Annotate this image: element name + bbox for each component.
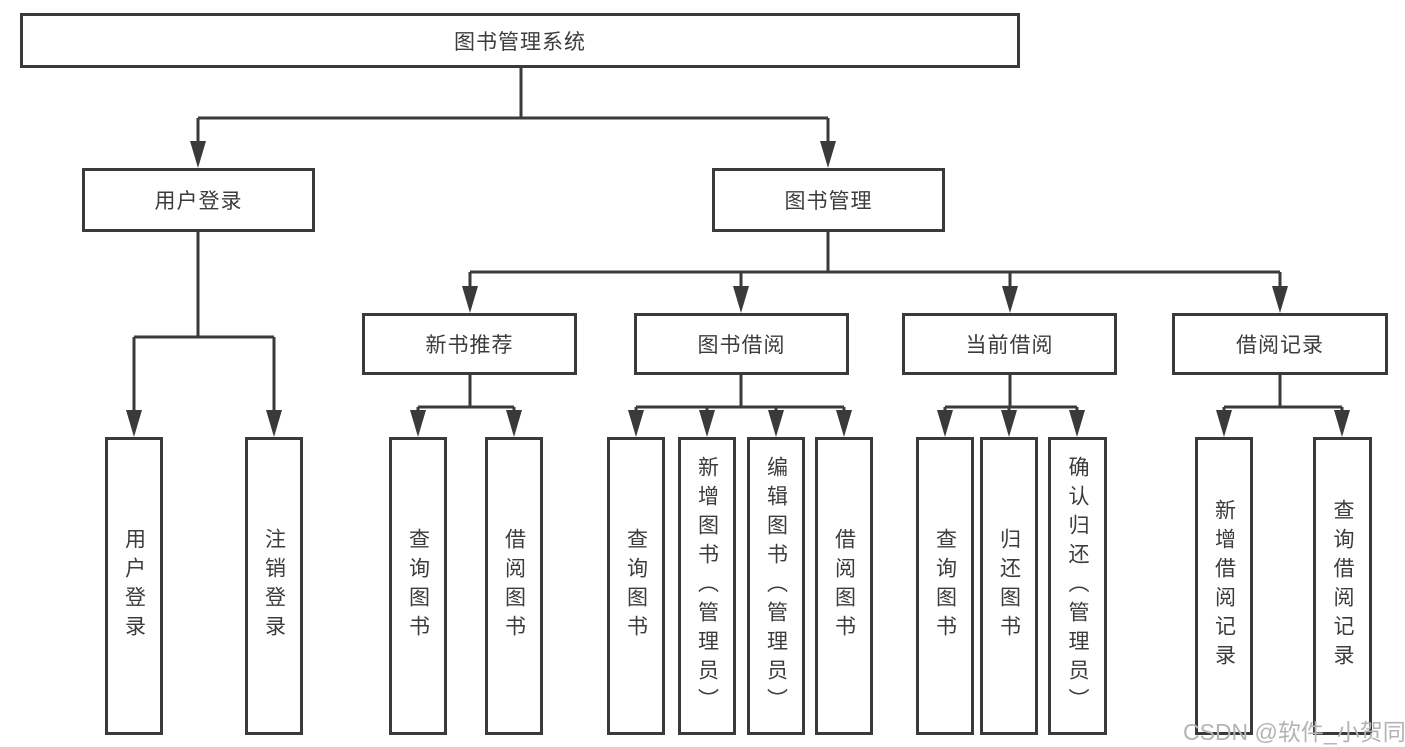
leaf-bb-query-book-label: 查询图书 xyxy=(624,528,648,644)
leaf-bb-borrow-book-label: 借阅图书 xyxy=(832,528,856,644)
csdn-watermark: CSDN @软件_小贺同学 xyxy=(1183,719,1405,745)
node-user-login: 用户登录 xyxy=(82,168,315,232)
leaf-nbr-query-book: 查询图书 xyxy=(389,437,447,735)
leaf-logout-label: 注销登录 xyxy=(262,528,286,644)
node-book-management: 图书管理 xyxy=(712,168,945,232)
leaf-bb-edit-book-admin: 编辑图书（管理员） xyxy=(747,437,805,735)
leaf-bb-edit-book-admin-label: 编辑图书（管理员） xyxy=(764,455,788,717)
node-new-book-recommend-label: 新书推荐 xyxy=(425,334,514,357)
leaf-bb-add-book-admin-label: 新增图书（管理员） xyxy=(695,455,719,717)
leaf-cb-confirm-return-admin-label: 确认归还（管理员） xyxy=(1066,455,1089,717)
node-borrow-records: 借阅记录 xyxy=(1172,313,1388,375)
leaf-nbr-borrow-book-label: 借阅图书 xyxy=(502,528,526,644)
arrowheads xyxy=(126,141,1350,437)
node-current-borrow: 当前借阅 xyxy=(902,313,1117,375)
node-current-borrow-label: 当前借阅 xyxy=(965,334,1054,357)
leaf-br-query-record-label: 查询借阅记录 xyxy=(1331,499,1354,673)
leaf-bb-query-book: 查询图书 xyxy=(607,437,665,735)
leaf-br-add-record-label: 新增借阅记录 xyxy=(1212,499,1236,673)
node-book-borrow-label: 图书借阅 xyxy=(697,334,786,357)
leaf-bb-borrow-book: 借阅图书 xyxy=(815,437,873,735)
leaf-bb-add-book-admin: 新增图书（管理员） xyxy=(678,437,736,735)
leaf-cb-return-book: 归还图书 xyxy=(980,437,1038,735)
leaf-cb-return-book-label: 归还图书 xyxy=(997,528,1021,644)
node-book-management-label: 图书管理 xyxy=(784,190,873,213)
leaf-user-login: 用户登录 xyxy=(105,437,163,735)
leaf-nbr-query-book-label: 查询图书 xyxy=(406,528,430,644)
leaf-logout: 注销登录 xyxy=(245,437,303,735)
node-borrow-records-label: 借阅记录 xyxy=(1236,334,1324,357)
leaf-nbr-borrow-book: 借阅图书 xyxy=(485,437,543,735)
node-new-book-recommend: 新书推荐 xyxy=(362,313,577,375)
leaf-br-query-record: 查询借阅记录 xyxy=(1313,437,1372,735)
leaf-br-add-record: 新增借阅记录 xyxy=(1195,437,1253,735)
leaf-user-login-label: 用户登录 xyxy=(122,528,146,644)
node-book-borrow: 图书借阅 xyxy=(634,313,849,375)
node-user-login-label: 用户登录 xyxy=(154,190,243,213)
leaf-cb-confirm-return-admin: 确认归还（管理员） xyxy=(1048,437,1107,735)
leaf-cb-query-book-label: 查询图书 xyxy=(933,528,957,644)
node-root: 图书管理系统 xyxy=(20,13,1020,68)
node-root-label: 图书管理系统 xyxy=(454,30,586,54)
leaf-cb-query-book: 查询图书 xyxy=(916,437,974,735)
